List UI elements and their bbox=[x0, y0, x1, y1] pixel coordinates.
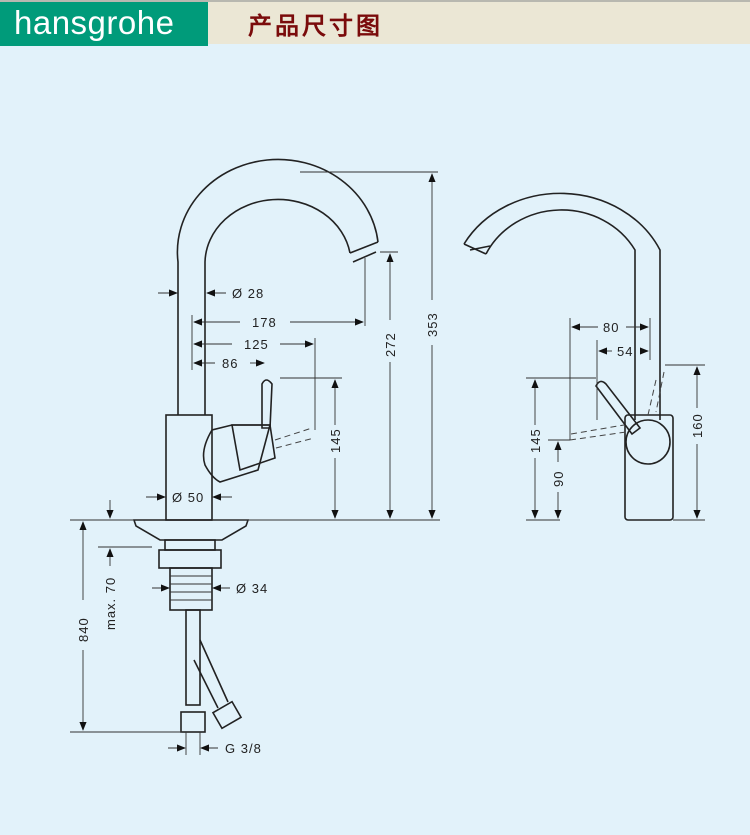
dim-353: 353 bbox=[425, 312, 440, 337]
dim-body-diameter: Ø 50 bbox=[172, 490, 204, 505]
dim-shank-diameter: Ø 34 bbox=[236, 581, 268, 596]
dim-90: 90 bbox=[551, 471, 566, 487]
side-faucet bbox=[463, 192, 674, 521]
dim-125: 125 bbox=[244, 337, 269, 352]
dim-86: 86 bbox=[222, 356, 238, 371]
dim-145-front: 145 bbox=[328, 428, 343, 453]
dim-54: 54 bbox=[617, 344, 633, 359]
dim-272: 272 bbox=[383, 332, 398, 357]
dim-spout-diameter: Ø 28 bbox=[232, 286, 264, 301]
dim-145-side: 145 bbox=[528, 428, 543, 453]
dim-connection: G 3/8 bbox=[225, 741, 262, 756]
dim-178: 178 bbox=[252, 315, 277, 330]
side-dimensions: 145 90 160 80 54 bbox=[526, 318, 705, 521]
dim-80: 80 bbox=[603, 320, 619, 335]
front-faucet bbox=[132, 158, 379, 733]
front-dimensions: 353 272 145 Ø 28 178 125 86 Ø 50 840 max… bbox=[70, 171, 440, 756]
brand-logo: hansgrohe bbox=[0, 2, 208, 46]
header-bar: hansgrohe 产品尺寸图 bbox=[0, 0, 750, 46]
dimension-drawing: 353 272 145 Ø 28 178 125 86 Ø 50 840 max… bbox=[70, 158, 705, 756]
page-title: 产品尺寸图 bbox=[248, 13, 383, 40]
dim-160: 160 bbox=[690, 413, 705, 438]
dim-max-70: max. 70 bbox=[103, 577, 118, 630]
dim-840: 840 bbox=[76, 617, 91, 642]
